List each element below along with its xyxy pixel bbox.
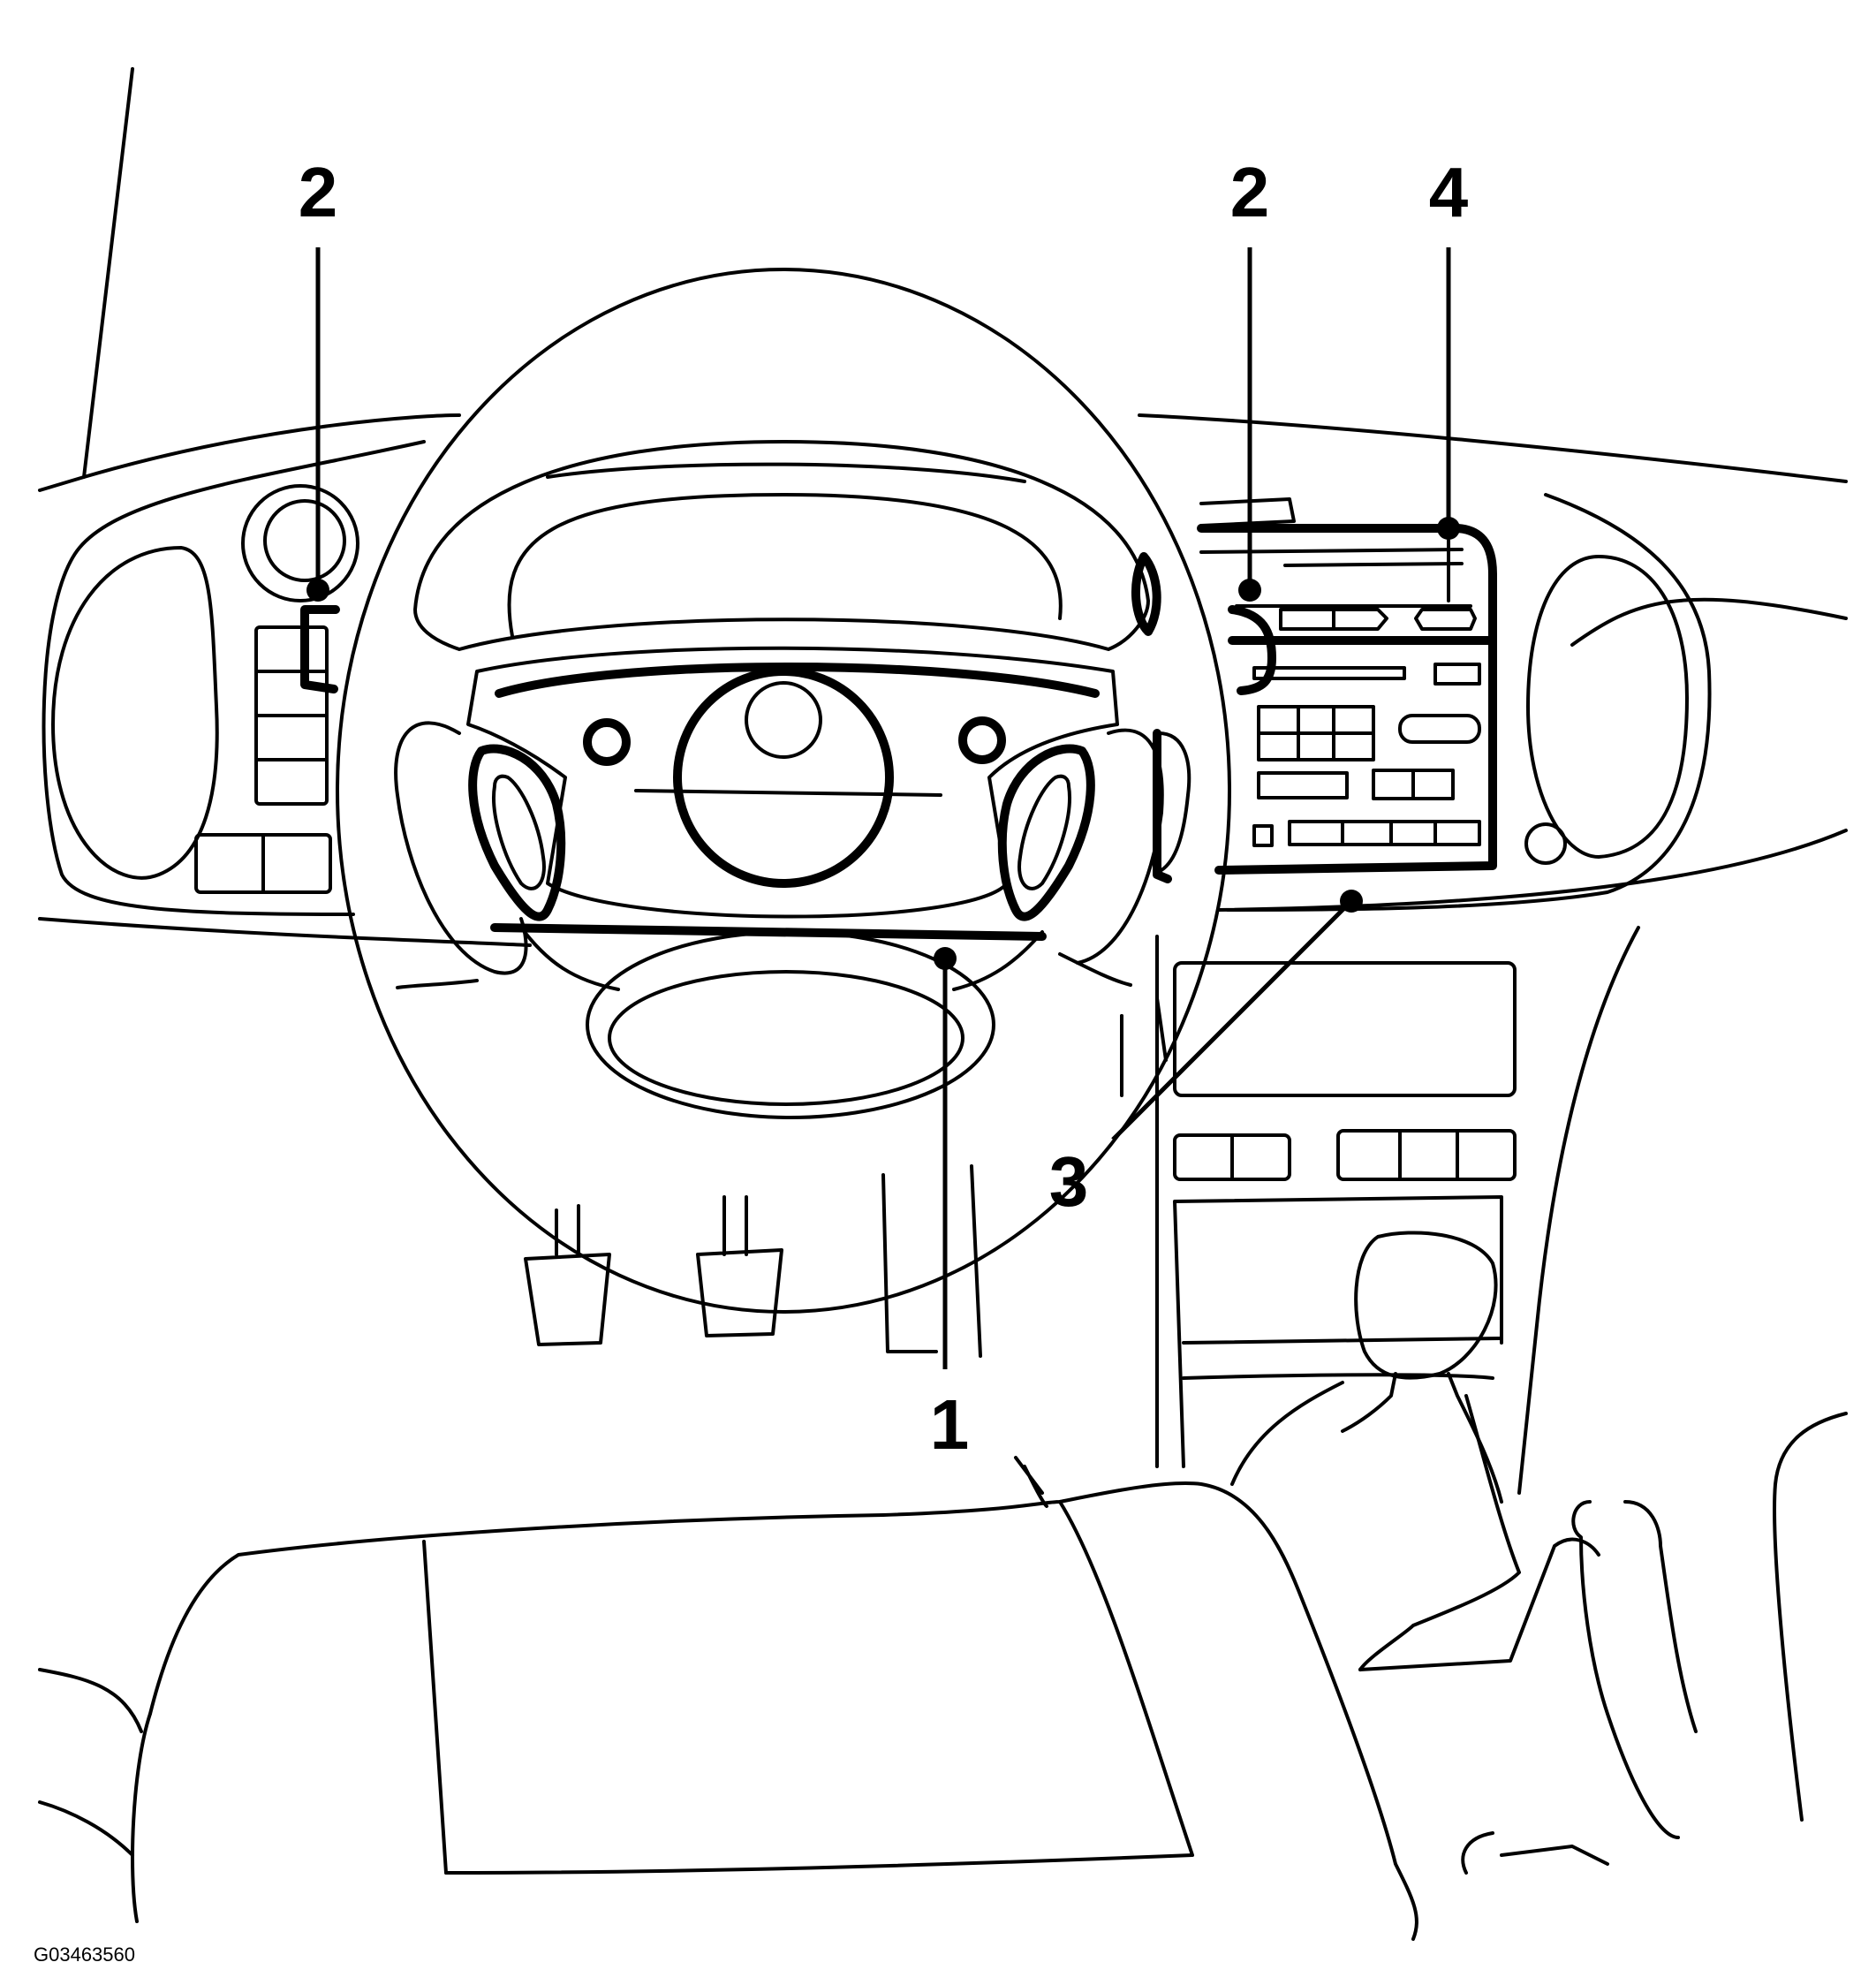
horn-pad-ring[interactable]: [673, 667, 894, 888]
left-seat-edge: [38, 1668, 143, 1857]
radio-unit-frame[interactable]: [1197, 524, 1497, 875]
steering-column-lines: [1120, 996, 1168, 1062]
center-console-side-left: [1120, 935, 1159, 1468]
right-door-line: [1570, 597, 1848, 647]
steering-wheel-rim-inner: [413, 440, 1150, 651]
headlamp-knob-inner: [263, 499, 346, 582]
clutch-pedal: [524, 1204, 611, 1346]
gear-boot: [1230, 1381, 1521, 1671]
accelerator-pedal: [881, 1164, 982, 1358]
seat-divider-line: [1014, 1456, 1048, 1508]
left-air-vent: [51, 546, 219, 880]
callout-2-left: 2: [299, 153, 338, 231]
dashboard-lower-edge: [38, 829, 1848, 947]
right-stalk-bracket[interactable]: [1228, 605, 1276, 695]
console-lower-lines: [1182, 1337, 1503, 1380]
lower-hub-oval-outer: [586, 930, 995, 1119]
figure-id-label: G03463560: [34, 1943, 135, 1966]
parking-brake-handle[interactable]: [1571, 1500, 1698, 1839]
center-console-side-right: [1517, 926, 1640, 1495]
lower-spoke-right: [952, 930, 1044, 991]
callout-2-right: 2: [1230, 153, 1270, 231]
radio-small-button[interactable]: [1252, 824, 1274, 847]
hub-centerline: [634, 789, 942, 797]
callout-1: 1: [930, 1385, 970, 1464]
brake-pedal: [696, 1195, 783, 1337]
radio-eject-button[interactable]: [1414, 608, 1477, 631]
lower-spoke-left: [519, 926, 620, 991]
right-spoke-switch-inner: [1017, 774, 1071, 890]
left-stalk-bracket[interactable]: [300, 605, 340, 693]
callout-3: 3: [1049, 1142, 1089, 1221]
dash-line-through-wheel-left: [396, 979, 479, 989]
callout-2-right-dot: [1238, 579, 1261, 602]
right-air-vent: [1526, 555, 1689, 859]
headlamp-knob-outer: [241, 484, 359, 602]
callout-2-left-dot: [306, 579, 329, 602]
hub-left-button[interactable]: [583, 718, 631, 766]
dash-line-through-wheel-right: [1058, 952, 1132, 987]
right-spoke-switch-frame[interactable]: [997, 744, 1095, 921]
callout-3-dot: [1340, 890, 1363, 913]
dashboard-right-contour: [1226, 493, 1712, 912]
radio-mode-buttons[interactable]: [1257, 771, 1349, 799]
horn-logo-boss: [745, 681, 822, 759]
airbag-cover-edge[interactable]: [495, 663, 1100, 698]
steering-wheel-rim-outer: [336, 268, 1231, 1314]
radio-display-upper: [1252, 666, 1406, 680]
hub-right-button[interactable]: [958, 716, 1006, 764]
left-spoke-outer: [394, 721, 528, 975]
radio-cd-slot[interactable]: [1279, 608, 1388, 631]
console-armrest-base: [1358, 1537, 1600, 1671]
console-storage-slot: [1461, 1831, 1609, 1875]
dashboard-left-contour: [42, 440, 426, 916]
steering-hub-outline: [466, 646, 1119, 919]
seat-left-bolster: [131, 1540, 448, 1923]
instrument-cluster-hood: [507, 493, 1063, 638]
a-pillar-line: [38, 67, 134, 492]
callout-1-dot: [934, 947, 957, 970]
wiper-stalk-top: [1131, 552, 1161, 636]
right-stalk-switch-body: [1157, 731, 1191, 872]
left-spoke-switch-inner: [492, 774, 546, 890]
left-spoke-switch-frame[interactable]: [468, 744, 566, 921]
seat-cushion-front: [444, 1500, 1194, 1875]
radio-button-top-right[interactable]: [1433, 663, 1481, 686]
radio-volume-button[interactable]: [1398, 714, 1481, 744]
driver-seat-outline: [148, 1481, 1418, 1941]
console-switch-right[interactable]: [1336, 1129, 1517, 1181]
right-seat-edge: [1773, 1412, 1848, 1822]
radio-bottom-row[interactable]: [1288, 820, 1481, 846]
gear-knob[interactable]: [1354, 1231, 1498, 1380]
dash-round-switch[interactable]: [1524, 822, 1567, 865]
dashboard-top-outline: [82, 413, 1848, 483]
callout-4-dot: [1437, 517, 1460, 540]
console-inner-frame: [1173, 1195, 1503, 1468]
callout-4: 4: [1429, 153, 1469, 231]
cluster-inner-line: [546, 462, 1026, 483]
right-stalk-switch[interactable]: [1153, 729, 1172, 883]
lower-hub-oval-inner: [608, 970, 964, 1106]
climate-control-panel[interactable]: [1173, 961, 1517, 1097]
